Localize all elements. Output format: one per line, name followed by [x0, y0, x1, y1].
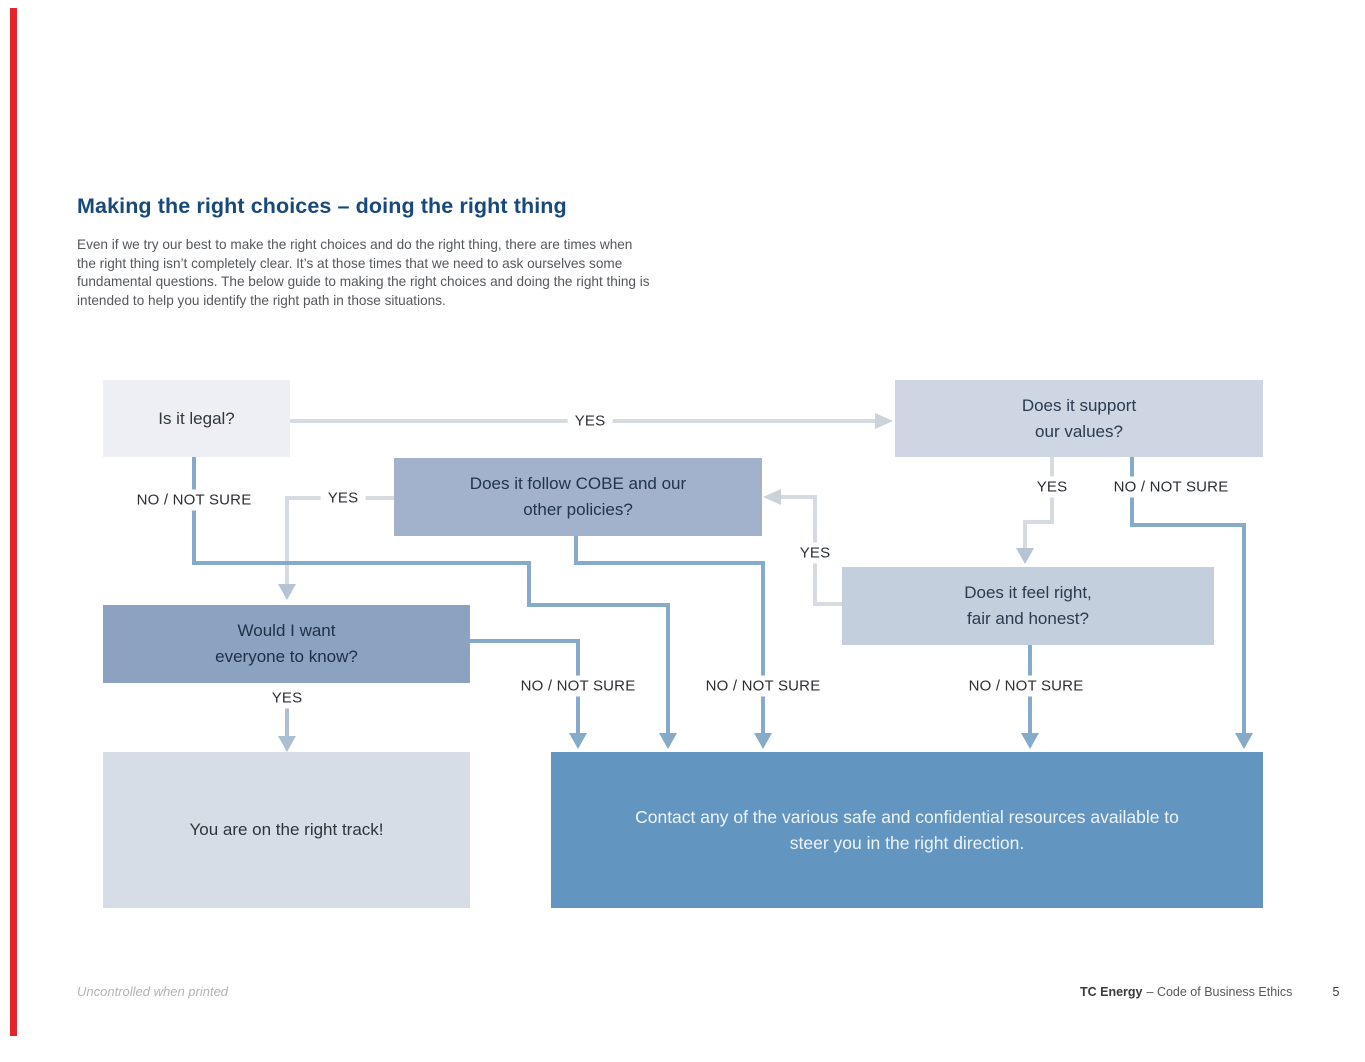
flow-connector-segment — [1023, 520, 1027, 548]
intro-line: Even if we try our best to make the righ… — [77, 237, 633, 252]
arrowhead-down-icon — [278, 736, 296, 752]
edge-label-feel-yes: YES — [792, 542, 838, 564]
arrowhead-down-icon — [659, 733, 677, 749]
flow-connector-segment — [1242, 523, 1246, 733]
flow-box-label: our values? — [1035, 421, 1123, 441]
flow-box-is-it-legal: Is it legal? — [103, 380, 290, 457]
flow-box-label: Would I want — [237, 621, 336, 640]
edge-label-cobe-no: NO / NOT SURE — [698, 675, 828, 697]
flow-connector-segment — [815, 602, 842, 606]
flow-connector-segment — [285, 496, 289, 584]
flow-connector-segment — [779, 495, 815, 499]
flow-box-cobe-policies: Does it follow COBE and our other policie… — [394, 458, 762, 536]
intro-line: fundamental questions. The below guide t… — [77, 274, 650, 290]
flow-box-label: Does it support — [1021, 395, 1137, 415]
flow-connector-segment — [192, 561, 531, 565]
flow-connector-segment — [761, 561, 765, 733]
footer-page-number: 5 — [1332, 985, 1340, 999]
footer-doc-title: – Code of Business Ethics — [1146, 985, 1293, 999]
intro-line: the right thing isn’t completely clear. … — [77, 255, 623, 271]
flow-box-label: everyone to know? — [215, 647, 358, 666]
intro-line: intended to help you identify the right … — [77, 292, 446, 308]
flow-box-label: You are on the right track! — [189, 820, 384, 839]
page-title: Making the right choices – doing the rig… — [77, 194, 567, 218]
arrowhead-down-icon — [1021, 733, 1039, 749]
flow-box-label: fair and honest? — [967, 609, 1089, 628]
arrowhead-down-icon — [1016, 548, 1034, 564]
intro-paragraph: Even if we try our best to make the righ… — [77, 236, 650, 310]
flow-connector-segment — [1130, 523, 1246, 527]
edge-label-values-yes: YES — [1029, 476, 1075, 498]
flow-box-label: Does it feel right, — [964, 583, 1092, 602]
edge-label-would-no: NO / NOT SURE — [513, 675, 643, 697]
edge-label-feel-no: NO / NOT SURE — [961, 675, 1091, 697]
flow-connector-segment — [574, 536, 578, 565]
flow-box-would-know: Would I want everyone to know? — [103, 605, 470, 683]
flow-box-right-track: You are on the right track! — [103, 752, 470, 908]
flow-connector-segment — [470, 639, 580, 643]
arrowhead-down-icon — [569, 733, 587, 749]
flow-box-support-values: Does it support our values? — [895, 380, 1263, 457]
footer-reference: TC Energy – Code of Business Ethics 5 — [1080, 985, 1339, 999]
flow-box-label: Is it legal? — [158, 408, 235, 428]
flow-box-label: other policies? — [523, 500, 633, 519]
arrowhead-left-icon — [763, 489, 781, 505]
arrowhead-right-icon — [875, 413, 893, 429]
flow-connector-segment — [666, 603, 670, 733]
footer-disclaimer: Uncontrolled when printed — [77, 984, 229, 999]
edge-label-values-no: NO / NOT SURE — [1106, 476, 1236, 498]
footer-brand: TC Energy — [1080, 985, 1143, 999]
flow-connector-segment — [285, 708, 289, 736]
flow-connector-segment — [574, 561, 765, 565]
arrowhead-down-icon — [754, 733, 772, 749]
flow-connector-segment — [1025, 520, 1054, 524]
flow-box-feel-right: Does it feel right, fair and honest? — [842, 567, 1214, 645]
flow-box-label: Does it follow COBE and our — [469, 474, 687, 493]
edge-label-legal-no: NO / NOT SURE — [129, 489, 259, 511]
flow-box-contact: Contact any of the various safe and conf… — [551, 752, 1263, 908]
flow-connector-segment — [527, 603, 670, 607]
arrowhead-down-icon — [278, 584, 296, 600]
red-accent-bar — [10, 8, 17, 1036]
flow-box-label: steer you in the right direction. — [789, 833, 1025, 853]
flow-box-label: Contact any of the various safe and conf… — [635, 807, 1179, 827]
arrowhead-down-icon — [1235, 733, 1253, 749]
edge-label-legal-yes: YES — [567, 410, 613, 432]
flow-connector-segment — [527, 561, 531, 607]
edge-label-cobe-yes: YES — [320, 487, 366, 509]
edge-label-would-yes: YES — [264, 687, 310, 709]
